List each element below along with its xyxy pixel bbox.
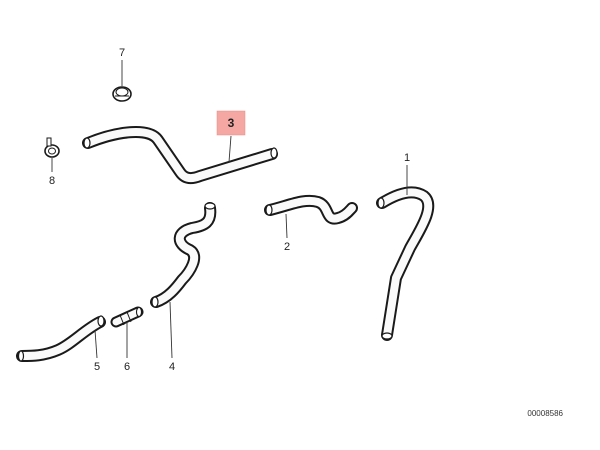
callout-5: 5 — [94, 361, 100, 373]
hose-part-2[interactable] — [264, 194, 358, 225]
hose-part-4[interactable] — [150, 202, 217, 308]
connector-part-6[interactable] — [110, 306, 144, 328]
callout-4: 4 — [169, 361, 175, 373]
hose-part-1[interactable] — [376, 186, 435, 341]
clamp-part-8[interactable] — [44, 137, 60, 158]
hose-part-5[interactable] — [16, 315, 106, 362]
leader-lines — [51, 60, 408, 359]
callout-7: 7 — [119, 47, 125, 59]
clamp-part-7[interactable] — [112, 86, 132, 102]
hose-part-3[interactable] — [82, 126, 278, 185]
callout-3: 3 — [228, 116, 235, 130]
callout-labels: 3 7 8 1 2 5 6 4 — [49, 47, 410, 373]
highlight-box-part-3 — [216, 110, 246, 136]
callout-2: 2 — [284, 241, 290, 253]
callout-8: 8 — [49, 175, 55, 187]
diagram-ref-number: 00008586 — [527, 409, 563, 418]
callout-1: 1 — [404, 152, 410, 164]
callout-6: 6 — [124, 361, 130, 373]
